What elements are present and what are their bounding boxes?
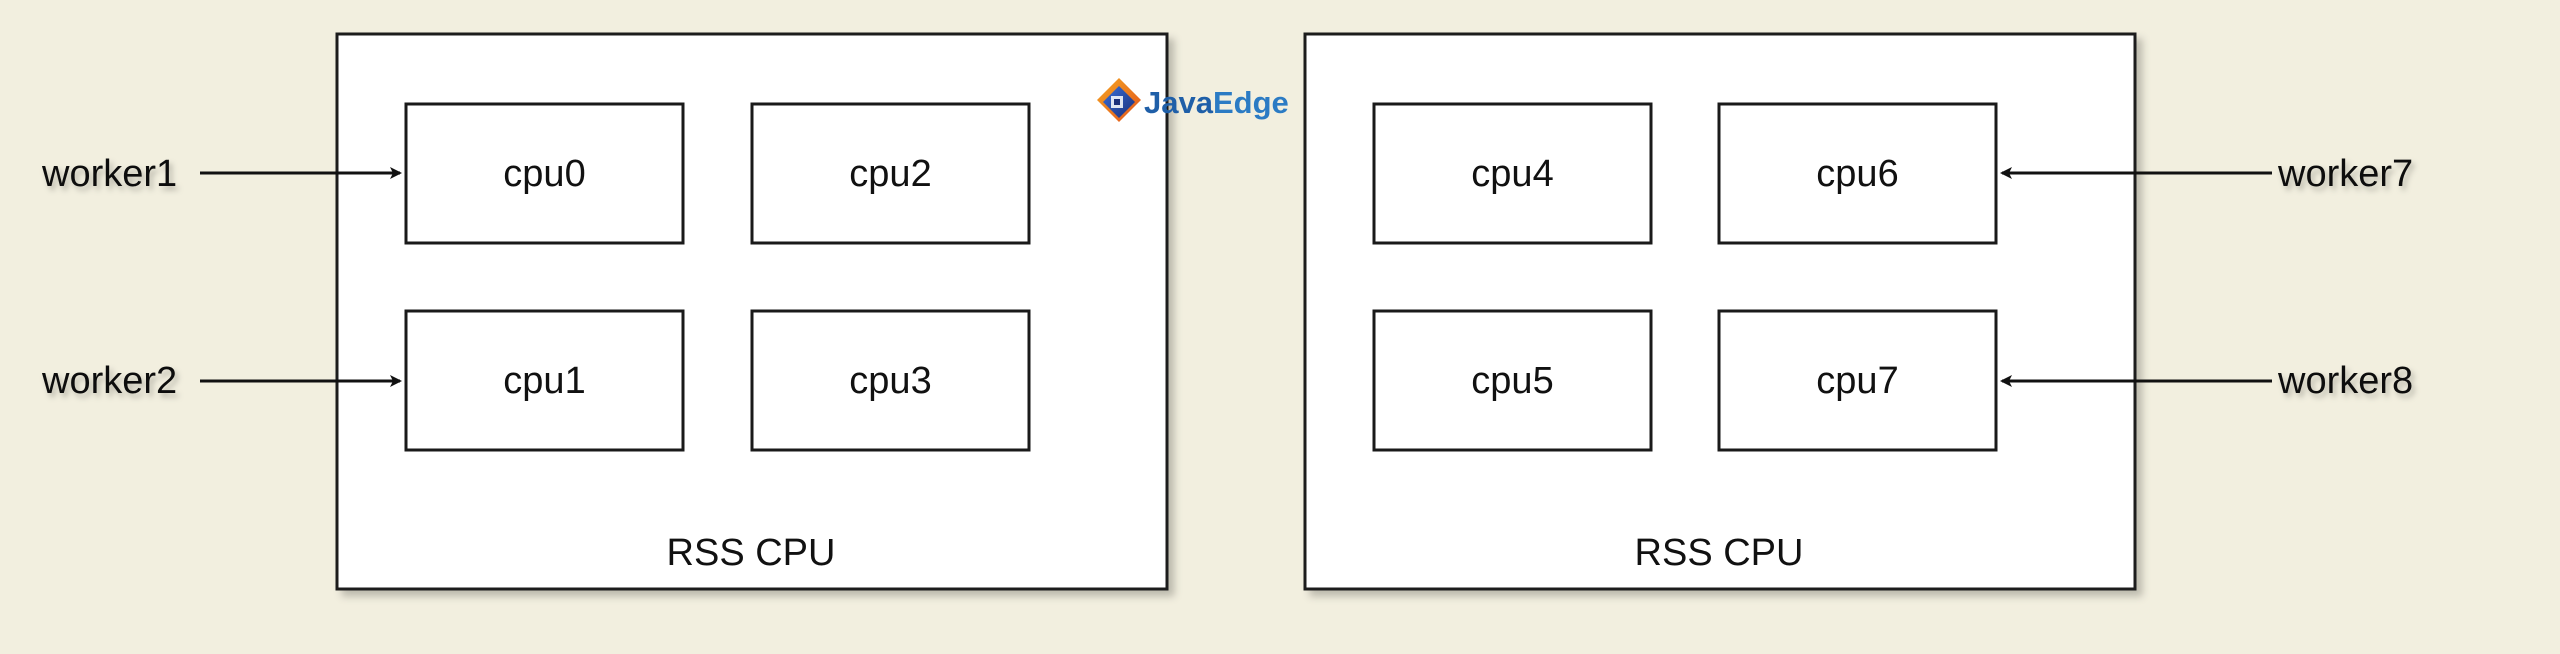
cpu-box [1717,309,1998,452]
cpu-box [1372,309,1653,452]
cpu-node: cpu2 [750,102,1031,245]
brand-name-part2: Edge [1213,85,1289,120]
cpu-box [404,309,685,452]
worker-label: worker2 [41,360,177,402]
cpu-label: cpu5 [1471,360,1553,402]
rss-cpu-group-left: cpu0 cpu2 cpu1 cpu3 RSS CPU [335,32,1169,591]
worker-label: worker1 [41,153,177,195]
rss-cpu-group-right: cpu4 cpu6 cpu5 cpu7 RSS CPU [1303,32,2137,591]
brand-name-part1: Java [1144,85,1214,120]
cpu-label: cpu1 [503,360,585,402]
worker-connector: worker7 [2000,153,2413,195]
cpu-node: cpu1 [404,309,685,452]
cpu-label: cpu6 [1816,153,1898,195]
worker-connector: worker8 [2000,360,2413,402]
cpu-box [1372,102,1653,245]
cpu-label: cpu4 [1471,153,1553,195]
cpu-box [1717,102,1998,245]
worker-label: worker7 [2277,153,2413,195]
group-label: RSS CPU [667,532,836,574]
cpu-node: cpu3 [750,309,1031,452]
cpu-label: cpu3 [849,360,931,402]
cpu-box [750,309,1031,452]
worker-label: worker8 [2277,360,2413,402]
cpu-label: cpu7 [1816,360,1898,402]
javaedge-logo-icon [1097,78,1141,122]
javaedge-watermark: JavaEdge [1097,78,1289,122]
cpu-box [404,102,685,245]
cpu-box [750,102,1031,245]
group-label: RSS CPU [1635,532,1804,574]
cpu-node: cpu6 [1717,102,1998,245]
cpu-label: cpu2 [849,153,931,195]
brand-name: JavaEdge [1144,85,1289,120]
worker-connector: worker1 [41,153,402,195]
cpu-label: cpu0 [503,153,585,195]
worker-connector: worker2 [41,360,402,402]
cpu-node: cpu5 [1372,309,1653,452]
cpu-node: cpu4 [1372,102,1653,245]
cpu-node: cpu7 [1717,309,1998,452]
cpu-node: cpu0 [404,102,685,245]
